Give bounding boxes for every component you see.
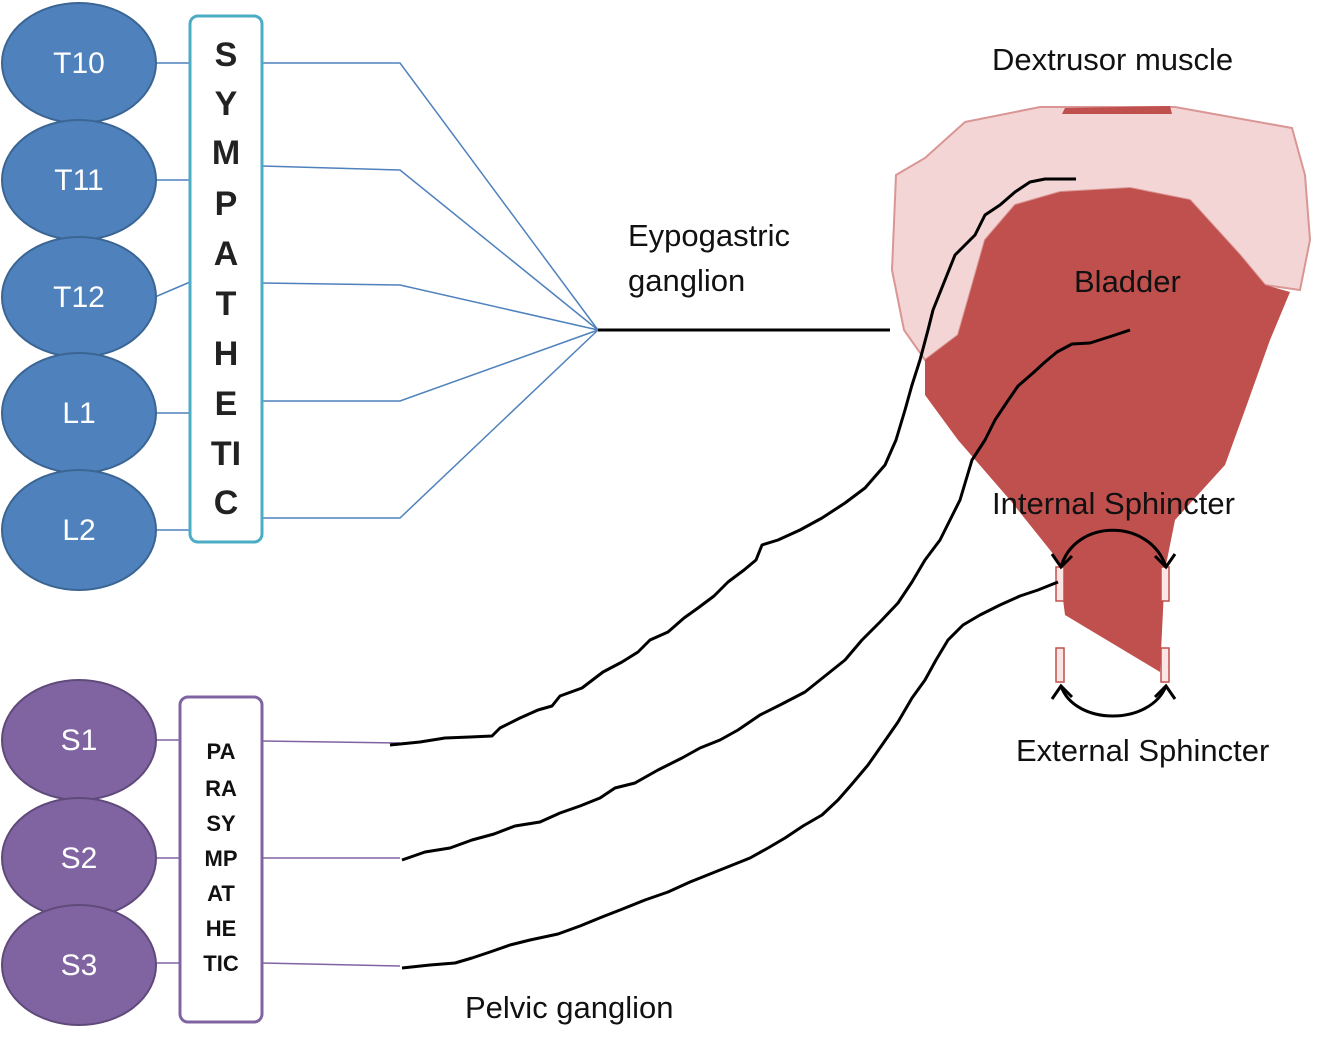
internal-sphincter-left-mark	[1055, 566, 1065, 602]
hypogastric-ganglion-label-line2: ganglion	[628, 263, 745, 298]
sympathetic-connections	[154, 62, 599, 531]
sympathetic-letter-9: C	[214, 484, 239, 522]
parasympathetic-letter-4: AT	[207, 881, 235, 906]
parasympathetic-letter-6: TIC	[203, 951, 239, 976]
parasympathetic-nodes: S1 S2 S3	[1, 679, 157, 1026]
spinal-node-s1: S1	[1, 679, 157, 801]
spinal-node-s3-shape	[1, 904, 157, 1026]
spinal-node-t11-label: T11	[54, 164, 103, 197]
parasympathetic-letter-1: RA	[205, 776, 237, 801]
external-sphincter-label: External Sphincter	[1016, 733, 1269, 768]
sympathetic-nodes: T10 T11 T12 L1 L2	[1, 2, 157, 591]
spinal-node-s3-label: S3	[61, 949, 98, 982]
detrusor-top-strip	[1062, 106, 1172, 114]
external-sphincter-arrow-right	[1153, 683, 1177, 700]
spinal-node-t12-label: T12	[53, 281, 105, 314]
internal-sphincter-label: Internal Sphincter	[992, 486, 1235, 521]
parasympathetic-letter-5: HE	[206, 916, 237, 941]
sympathetic-letter-1: Y	[215, 85, 238, 123]
nerve-fiber-2	[401, 328, 1131, 862]
external-sphincter-arc	[1059, 685, 1168, 718]
bladder-body	[925, 188, 1290, 672]
spinal-node-l2-shape	[1, 469, 157, 591]
external-sphincter-right-mark	[1160, 647, 1170, 683]
sympathetic-letter-6: H	[214, 335, 239, 373]
parasympathetic-letter-3: MP	[205, 846, 238, 871]
parasympathetic-letter-2: SY	[206, 811, 236, 836]
internal-sphincter-arrow-left	[1050, 553, 1074, 570]
sympathetic-letter-5: T	[216, 285, 237, 323]
parasympathetic-vertical-label: PA RA SY MP AT HE TIC	[203, 739, 239, 976]
sympathetic-letter-2: M	[212, 134, 240, 172]
sympathetic-letter-8: TI	[211, 435, 241, 473]
sympathetic-vertical-label: S Y M P A T H E TI C	[211, 36, 241, 522]
internal-sphincter-right-mark	[1160, 566, 1170, 602]
spinal-node-l1: L1	[1, 352, 157, 474]
internal-sphincter-arc	[1059, 528, 1168, 568]
sympathetic-label-box	[188, 14, 264, 544]
parasympathetic-label-box	[178, 695, 264, 1024]
spinal-node-t10: T10	[1, 2, 157, 124]
spinal-node-s3: S3	[1, 904, 157, 1026]
sympathetic-letter-3: P	[215, 185, 238, 223]
external-sphincter-left-mark	[1055, 647, 1065, 683]
parasympathetic-letter-0: PA	[207, 739, 236, 764]
nerve-fiber-3	[401, 580, 1059, 970]
sympathetic-letter-7: E	[215, 385, 238, 423]
external-sphincter-arrow-left	[1050, 683, 1074, 700]
sympathetic-letter-0: S	[215, 36, 238, 74]
spinal-node-t12: T12	[1, 236, 157, 358]
spinal-node-l2: L2	[1, 469, 157, 591]
parasympathetic-connections	[155, 739, 401, 967]
spinal-node-s1-label: S1	[61, 724, 98, 757]
detrusor-muscle-label: Dextrusor muscle	[992, 42, 1233, 77]
pelvic-ganglion-label: Pelvic ganglion	[465, 990, 674, 1025]
spinal-node-l2-label: L2	[62, 514, 95, 547]
bladder-label: Bladder	[1074, 264, 1181, 299]
internal-sphincter-arrow-right	[1153, 553, 1177, 570]
spinal-node-s2-label: S2	[61, 842, 98, 875]
spinal-node-t11: T11	[1, 119, 157, 241]
pelvic-nerve-fibers	[389, 177, 1131, 970]
sympathetic-letter-4: A	[214, 235, 239, 273]
nerve-fiber-1	[389, 177, 1076, 747]
hypogastric-ganglion-label-line1: Eypogastric	[628, 218, 790, 253]
spinal-node-s2: S2	[1, 797, 157, 919]
spinal-node-t10-label: T10	[53, 47, 105, 80]
spinal-node-l1-label: L1	[62, 397, 95, 430]
